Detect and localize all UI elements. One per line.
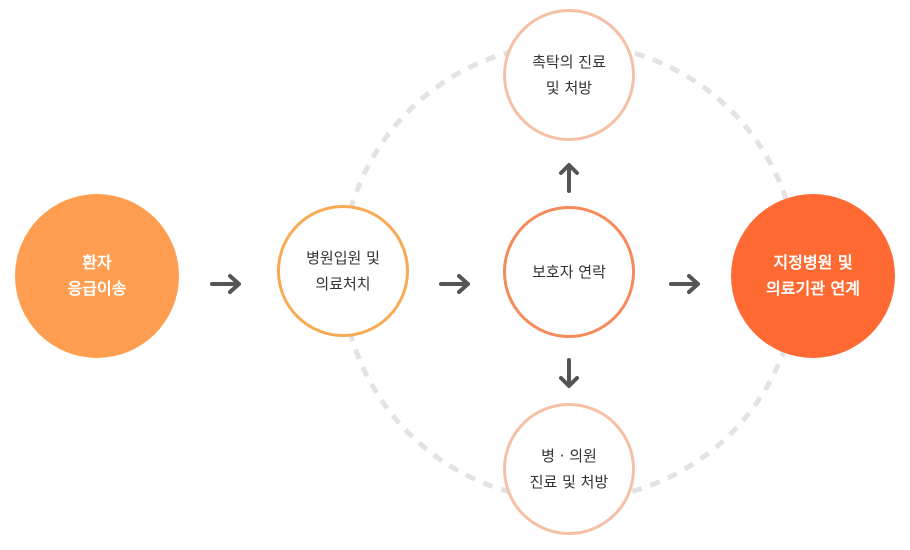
node-label-line2: 진료 및 처방 xyxy=(529,473,609,491)
node-guardian-contact: 보호자 연락 xyxy=(503,206,635,338)
node-label-line2: 의료기관 연계 xyxy=(766,279,860,298)
node-label-line2: 의료처치 xyxy=(315,275,371,293)
node-label-line1: 병 · 의원 xyxy=(541,447,597,465)
arrow-right-icon xyxy=(439,274,470,294)
node-label-line1: 보호자 연락 xyxy=(532,263,606,281)
node-label-line1: 촉탁의 진료 xyxy=(532,53,606,71)
node-label-line2: 응급이송 xyxy=(67,279,127,298)
node-clinic-care: 병 · 의원 진료 및 처방 xyxy=(503,403,635,535)
arrow-up-icon xyxy=(559,163,579,193)
node-label-line1: 환자 xyxy=(82,253,112,272)
node-designated-hospital-link: 지정병원 및 의료기관 연계 xyxy=(731,194,895,358)
node-label-line1: 병원입원 및 xyxy=(306,249,380,267)
arrow-right-icon xyxy=(210,274,241,294)
node-label-line1: 지정병원 및 xyxy=(773,253,853,272)
arrow-down-icon xyxy=(559,358,579,388)
node-hospital-admission: 병원입원 및 의료처치 xyxy=(277,205,409,337)
node-patient-emergency-transport: 환자 응급이송 xyxy=(15,194,179,358)
node-commissioned-doctor-care: 촉탁의 진료 및 처방 xyxy=(503,9,635,141)
node-label-line2: 및 처방 xyxy=(545,79,593,97)
arrow-right-icon xyxy=(669,274,700,294)
